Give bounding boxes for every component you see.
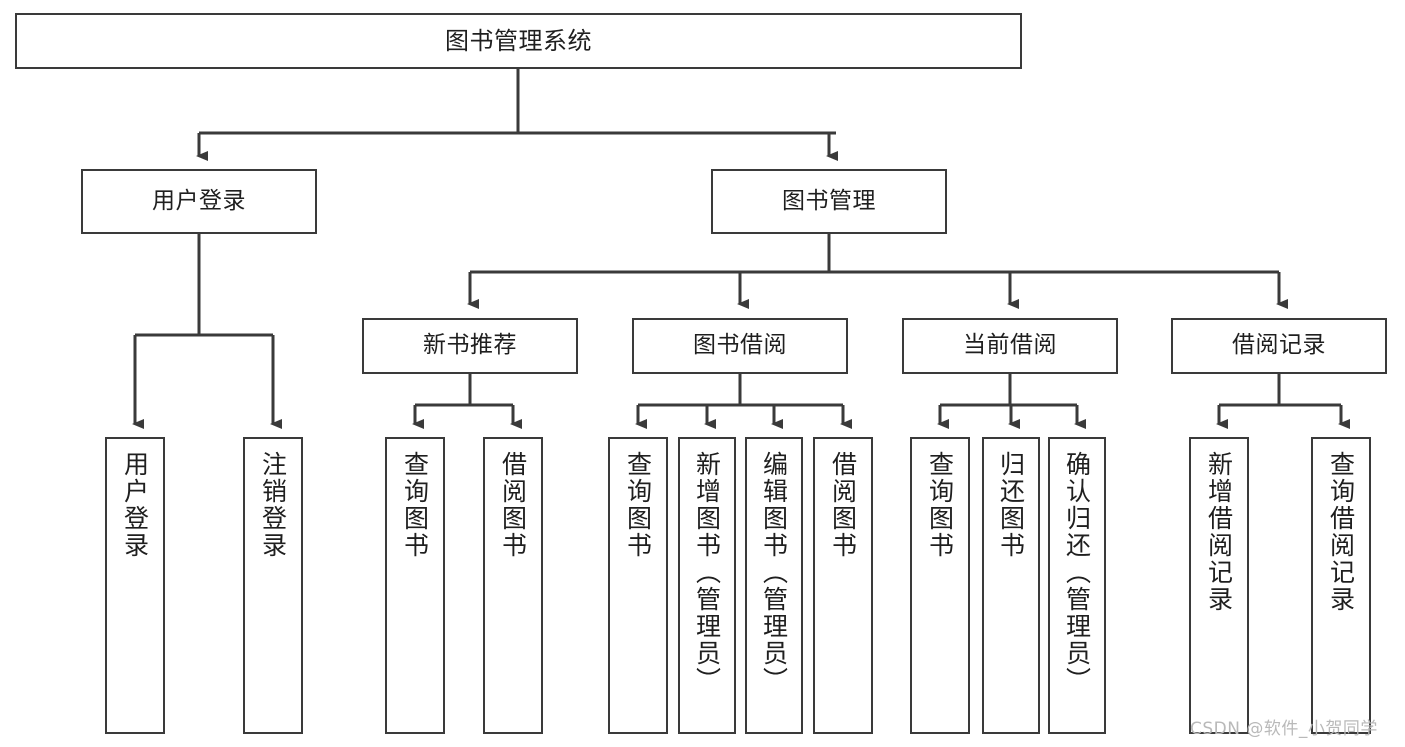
node-book-manage-label: 图书管理	[782, 187, 876, 214]
leaf-add-book-admin[interactable]: 新增图书（管理员）	[678, 437, 736, 734]
leaf-return-book-label: 归还图书	[996, 451, 1026, 559]
leaf-add-book-admin-label: 新增图书（管理员）	[692, 451, 722, 694]
leaf-confirm-return-admin-label: 确认归还（管理员）	[1062, 451, 1092, 694]
node-new-book-rec[interactable]: 新书推荐	[362, 318, 578, 374]
node-root-label: 图书管理系统	[445, 26, 592, 55]
node-current-borrow-label: 当前借阅	[963, 332, 1057, 359]
leaf-add-record-label: 新增借阅记录	[1204, 451, 1234, 613]
leaf-logout-label: 注销登录	[258, 451, 288, 559]
node-book-borrow[interactable]: 图书借阅	[632, 318, 848, 374]
leaf-query-record[interactable]: 查询借阅记录	[1311, 437, 1371, 734]
leaf-query-book-current[interactable]: 查询图书	[910, 437, 970, 734]
leaf-query-book-rec-label: 查询图书	[400, 451, 430, 559]
leaf-query-record-label: 查询借阅记录	[1326, 451, 1356, 613]
leaf-query-book-borrow-label: 查询图书	[623, 451, 653, 559]
leaf-query-book-borrow[interactable]: 查询图书	[608, 437, 668, 734]
node-new-book-rec-label: 新书推荐	[423, 332, 517, 359]
node-user-login[interactable]: 用户登录	[81, 169, 317, 234]
node-borrow-record[interactable]: 借阅记录	[1171, 318, 1387, 374]
node-borrow-record-label: 借阅记录	[1232, 332, 1326, 359]
leaf-return-book[interactable]: 归还图书	[982, 437, 1040, 734]
leaf-borrow-book-label: 借阅图书	[828, 451, 858, 559]
leaf-borrow-book-rec-label: 借阅图书	[498, 451, 528, 559]
leaf-user-login-label: 用户登录	[120, 451, 150, 559]
leaf-query-book-rec[interactable]: 查询图书	[385, 437, 445, 734]
leaf-confirm-return-admin[interactable]: 确认归还（管理员）	[1048, 437, 1106, 734]
leaf-logout[interactable]: 注销登录	[243, 437, 303, 734]
node-book-borrow-label: 图书借阅	[693, 332, 787, 359]
leaf-user-login[interactable]: 用户登录	[105, 437, 165, 734]
csdn-watermark: CSDN @软件_小贺同学	[1190, 719, 1378, 739]
leaf-edit-book-admin-label: 编辑图书（管理员）	[759, 451, 789, 694]
leaf-query-book-current-label: 查询图书	[925, 451, 955, 559]
node-current-borrow[interactable]: 当前借阅	[902, 318, 1118, 374]
node-root[interactable]: 图书管理系统	[15, 13, 1022, 69]
leaf-add-record[interactable]: 新增借阅记录	[1189, 437, 1249, 734]
node-book-manage[interactable]: 图书管理	[711, 169, 947, 234]
node-user-login-label: 用户登录	[152, 187, 246, 214]
leaf-borrow-book-rec[interactable]: 借阅图书	[483, 437, 543, 734]
leaf-borrow-book[interactable]: 借阅图书	[813, 437, 873, 734]
leaf-edit-book-admin[interactable]: 编辑图书（管理员）	[745, 437, 803, 734]
